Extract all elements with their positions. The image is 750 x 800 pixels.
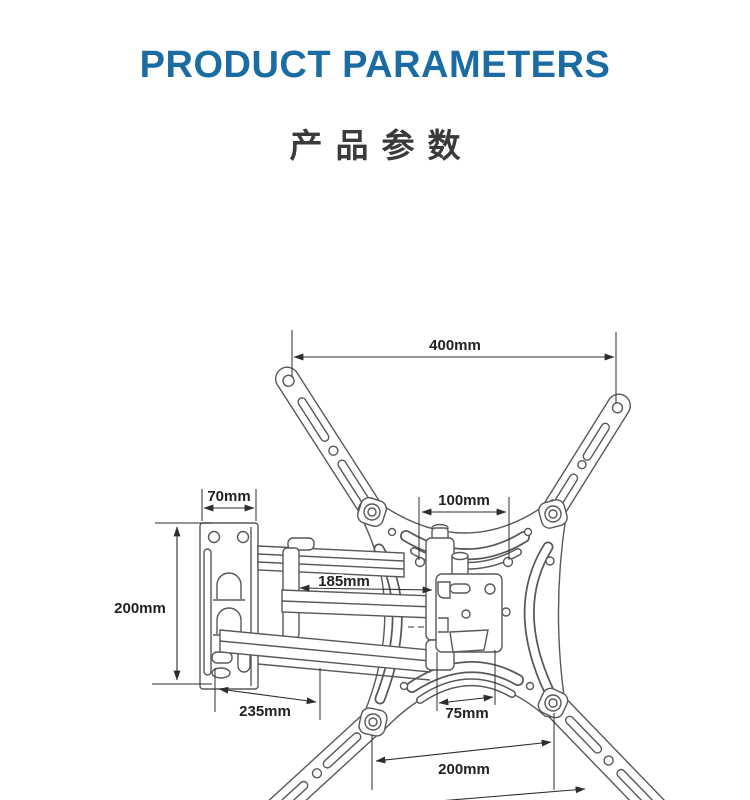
pivot-top-right	[538, 499, 568, 529]
dimension-75mm: 75mm	[436, 650, 496, 724]
dimension-label-200mm-left: 200mm	[114, 600, 166, 617]
page-title: PRODUCT PARAMETERS	[139, 44, 611, 86]
dimension-label-200mm-bottom: 200mm	[438, 761, 490, 778]
page-subtitle: 产品参数	[289, 127, 474, 164]
dimension-400mm: 400mm	[291, 330, 617, 403]
plate-curved-slot-right	[523, 541, 555, 697]
dimension-label-70mm: 70mm	[207, 488, 250, 505]
tilt-head	[435, 551, 503, 653]
dimension-label-100mm: 100mm	[438, 492, 490, 509]
dimension-label-235mm: 235mm	[239, 703, 291, 720]
dimension-label-185mm: 185mm	[318, 573, 370, 590]
plate-curved-slot-bottom	[406, 661, 524, 704]
dimension-235mm: 235mm	[214, 668, 321, 722]
pivot-joints	[356, 496, 569, 737]
dimension-185mm: 185mm	[299, 571, 433, 594]
dimension-label-75mm: 75mm	[445, 705, 488, 722]
dimension-line-bottom-partial	[444, 786, 586, 800]
dimension-100mm: 100mm	[418, 490, 510, 560]
dimension-70mm: 70mm	[201, 486, 257, 521]
pivot-bottom-left	[358, 707, 388, 737]
articulating-arm-side-view	[219, 523, 455, 681]
wall-plate-side-view	[199, 522, 259, 690]
pivot-top-left	[356, 496, 388, 528]
page-header: PRODUCT PARAMETERS 产品参数	[0, 0, 750, 167]
dimension-label-400mm: 400mm	[429, 337, 481, 354]
dimension-200mm-bottom: 200mm	[371, 713, 555, 790]
bracket-arm-top-right	[539, 393, 631, 526]
pivot-bottom-right	[537, 687, 569, 719]
dimension-200mm-left: 200mm	[112, 522, 212, 685]
